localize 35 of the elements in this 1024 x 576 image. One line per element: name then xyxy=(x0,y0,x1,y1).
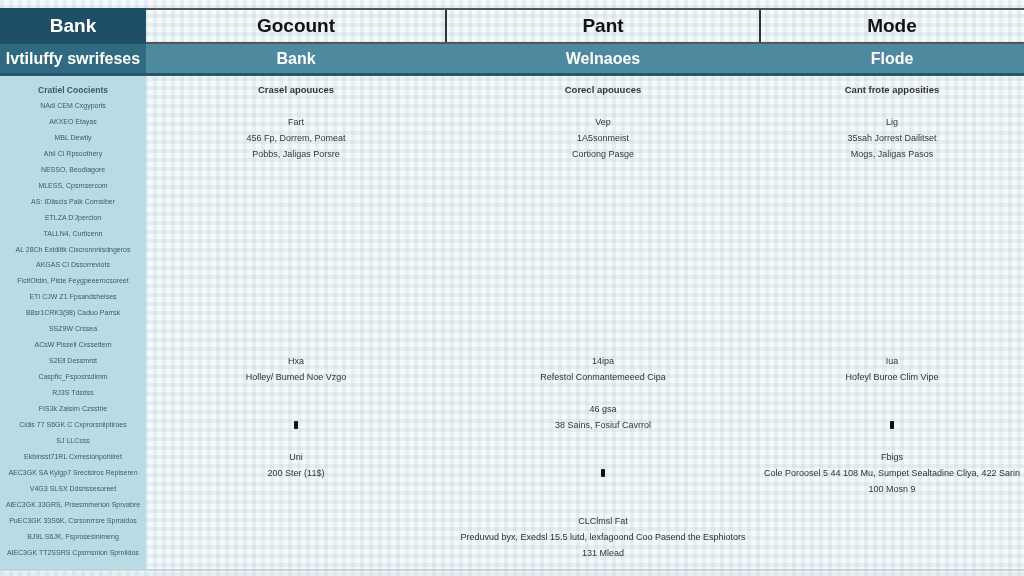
cell-text: 456 Fp, Dorrem, Pomeat xyxy=(245,131,347,145)
column-subheader: Ivtiluffy swrifeses xyxy=(0,44,146,76)
cell-text: Fbigs xyxy=(880,450,904,464)
cell-text: Uni xyxy=(288,450,304,464)
cell-text: Iua xyxy=(884,355,900,369)
cell-text: Cant frote apposities xyxy=(843,83,941,97)
cell-text: Cortiong Pasge xyxy=(570,147,635,161)
cell-text: 35sah Jorrest Dailitset xyxy=(846,131,938,145)
cell-text: Mogs, Jaligas Pasos xyxy=(849,147,935,161)
cell-text: Crasel apouuces xyxy=(256,83,335,97)
cell-text: Vep xyxy=(594,115,612,129)
cell-text: Cole Poroosel 5 44 108 Mu, Sumpet Sealtadine Cliya, 422 Sarin xyxy=(762,466,1022,480)
cell-text: 14ipa xyxy=(591,355,615,369)
column-subheader: Welnaoes xyxy=(446,44,760,76)
cell-text: Fart xyxy=(287,115,305,129)
cell-text: Hxa xyxy=(287,355,305,369)
column-subheader: Bank xyxy=(146,44,446,76)
column-header: Bank xyxy=(0,8,146,44)
cell-text: Holley/ Bumed Noe Vzgo xyxy=(244,371,348,385)
cell-text: Refestol Conmantemeeed Cipa xyxy=(539,371,667,385)
column-header: Pant xyxy=(446,8,760,44)
cell-text: 1A5sonmeist xyxy=(576,131,630,145)
cell-text: Hofeyl Buroe Clim Vipe xyxy=(844,371,940,385)
cell-text: 131 Mlead xyxy=(581,546,625,560)
cell-text: 46 gsa xyxy=(588,403,618,416)
cell-text: Lig xyxy=(885,115,899,129)
row-label: Cratiel Coocients xyxy=(37,84,109,97)
cell-text: 100 Mosn 9 xyxy=(867,482,917,496)
cell-text: 200 Ster (11$) xyxy=(266,466,326,480)
cell-text: Pobbs, Jaligas Porsre xyxy=(251,147,341,161)
cell-text: CLClmsl Fat xyxy=(577,514,629,528)
cell-text: Preduvud byx, Exedsl 15.5 lutd, lexfagoond Coo Pasend the Esphiotors xyxy=(459,530,747,544)
cell-text: 38 Sains, Fosiuf Cavrrol xyxy=(553,418,652,432)
column-subheader: Flode xyxy=(760,44,1024,76)
cell-text: Corecl apouuces xyxy=(563,83,643,97)
